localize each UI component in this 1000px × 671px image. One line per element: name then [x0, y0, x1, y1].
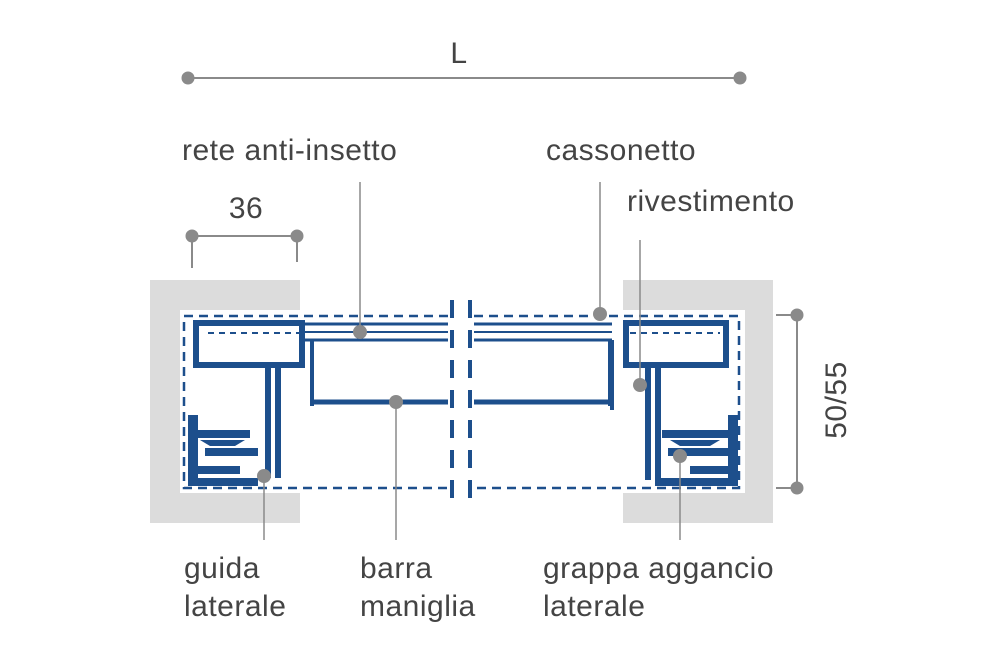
label-barra-line2: maniglia — [360, 590, 476, 623]
label-rivestimento: rivestimento — [627, 185, 795, 218]
center-break — [450, 300, 472, 505]
left-guide-rail — [265, 365, 281, 478]
right-guide-rail — [645, 365, 661, 480]
right-profile — [610, 320, 729, 480]
dimension-36-label: 36 — [229, 192, 263, 225]
label-guida-line1: guida — [184, 552, 260, 585]
dimension-height — [776, 308, 804, 495]
dimension-height-label: 50/55 — [820, 361, 853, 439]
net-and-handle-bars — [304, 322, 612, 406]
left-profile — [193, 320, 305, 478]
label-grappa-line1: grappa aggancio — [543, 552, 774, 585]
label-rete: rete anti-insetto — [182, 134, 397, 167]
leader-lines — [257, 182, 687, 540]
dashed-envelope — [182, 314, 741, 490]
dimension-l-label: L — [450, 37, 467, 70]
label-barra-line1: barra — [360, 552, 433, 585]
label-cassonetto: cassonetto — [546, 134, 696, 167]
dimension-l — [181, 71, 747, 85]
label-grappa-line2: laterale — [543, 590, 645, 623]
dimension-36 — [185, 229, 304, 268]
label-guida-line2: laterale — [184, 590, 286, 623]
left-clip — [188, 415, 258, 486]
